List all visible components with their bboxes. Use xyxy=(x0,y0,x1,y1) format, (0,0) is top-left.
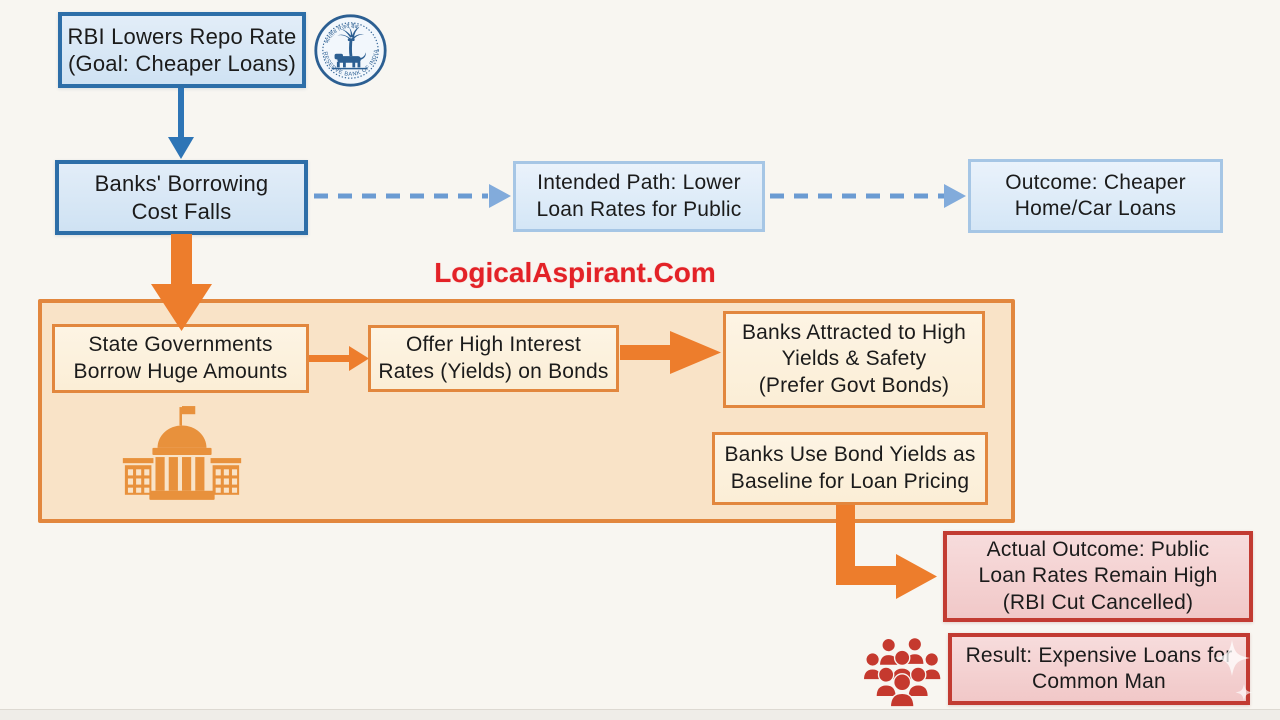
node-banks-use-label: Banks Use Bond Yields as Baseline for Lo… xyxy=(724,443,976,493)
node-banks-cost-label: Banks' Borrowing Cost Falls xyxy=(94,171,269,224)
bottom-band xyxy=(0,709,1280,720)
node-banks-attracted: Banks Attracted to High Yields & Safety … xyxy=(723,311,985,408)
node-state-governments-borrow: State Governments Borrow Huge Amounts xyxy=(52,324,309,393)
node-offer-high-interest: Offer High Interest Rates (Yields) on Bo… xyxy=(368,325,619,392)
node-state-gov-label: State Governments Borrow Huge Amounts xyxy=(73,333,288,383)
node-actual-outcome: Actual Outcome: Public Loan Rates Remain… xyxy=(943,531,1253,622)
node-actual-outcome-label: Actual Outcome: Public Loan Rates Remain… xyxy=(978,538,1218,614)
watermark-text: LogicalAspirant.Com xyxy=(434,257,716,288)
node-result-label: Result: Expensive Loans for Common Man xyxy=(965,643,1233,693)
arrow-rbi-to-banks xyxy=(168,88,194,159)
node-rbi-label: RBI Lowers Repo Rate (Goal: Cheaper Loan… xyxy=(67,23,297,76)
dashed-arrow-intended-to-outcome xyxy=(770,184,966,208)
government-building-icon xyxy=(122,406,242,500)
node-banks-borrowing-cost-falls: Banks' Borrowing Cost Falls xyxy=(55,160,308,235)
rbi-seal-icon: भारतीय रिज़र्व बैंक RESERVE BANK OF INDI… xyxy=(314,14,387,87)
node-outcome-cheaper-loans: Outcome: Cheaper Home/Car Loans xyxy=(968,159,1223,233)
node-banks-attracted-label: Banks Attracted to High Yields & Safety … xyxy=(741,321,967,397)
node-intended-label: Intended Path: Lower Loan Rates for Publ… xyxy=(536,171,742,221)
crowd-people-icon xyxy=(862,636,942,708)
node-offer-rates-label: Offer High Interest Rates (Yields) on Bo… xyxy=(378,333,609,383)
node-banks-use-bond-yields: Banks Use Bond Yields as Baseline for Lo… xyxy=(712,432,988,505)
dashed-arrow-banks-to-intended xyxy=(314,184,511,208)
rbi-palm-tiger-emblem xyxy=(331,25,368,70)
node-result-expensive-loans: Result: Expensive Loans for Common Man xyxy=(948,633,1250,705)
node-intended-path: Intended Path: Lower Loan Rates for Publ… xyxy=(513,161,765,232)
node-cheaper-outcome-label: Outcome: Cheaper Home/Car Loans xyxy=(1005,170,1186,220)
node-rbi-lowers-repo-rate: RBI Lowers Repo Rate (Goal: Cheaper Loan… xyxy=(58,12,306,88)
